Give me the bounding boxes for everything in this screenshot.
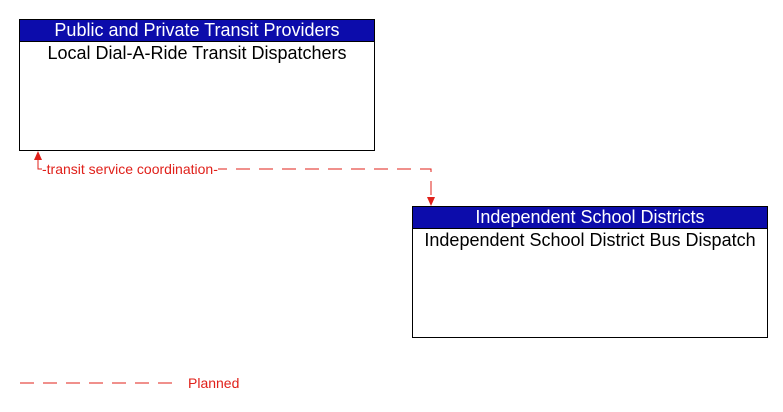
arrowhead-down-icon [427, 197, 435, 206]
legend-planned-label: Planned [188, 375, 240, 391]
node-body: Local Dial-A-Ride Transit Dispatchers [47, 43, 347, 63]
arrowhead-up-icon [34, 151, 42, 160]
node-header: Independent School Districts [413, 207, 767, 229]
node-body: Independent School District Bus Dispatch [424, 230, 756, 250]
flow-transit-service-coordination[interactable] [34, 151, 435, 206]
node-header: Public and Private Transit Providers [20, 20, 374, 42]
node-public-private-transit-providers[interactable]: Public and Private Transit Providers Loc… [19, 19, 375, 151]
flow-line [37, 160, 432, 197]
flow-label: -transit service coordination- [42, 161, 218, 178]
flow-label-text: transit service coordination [46, 161, 214, 177]
node-independent-school-districts[interactable]: Independent School Districts Independent… [412, 206, 768, 338]
